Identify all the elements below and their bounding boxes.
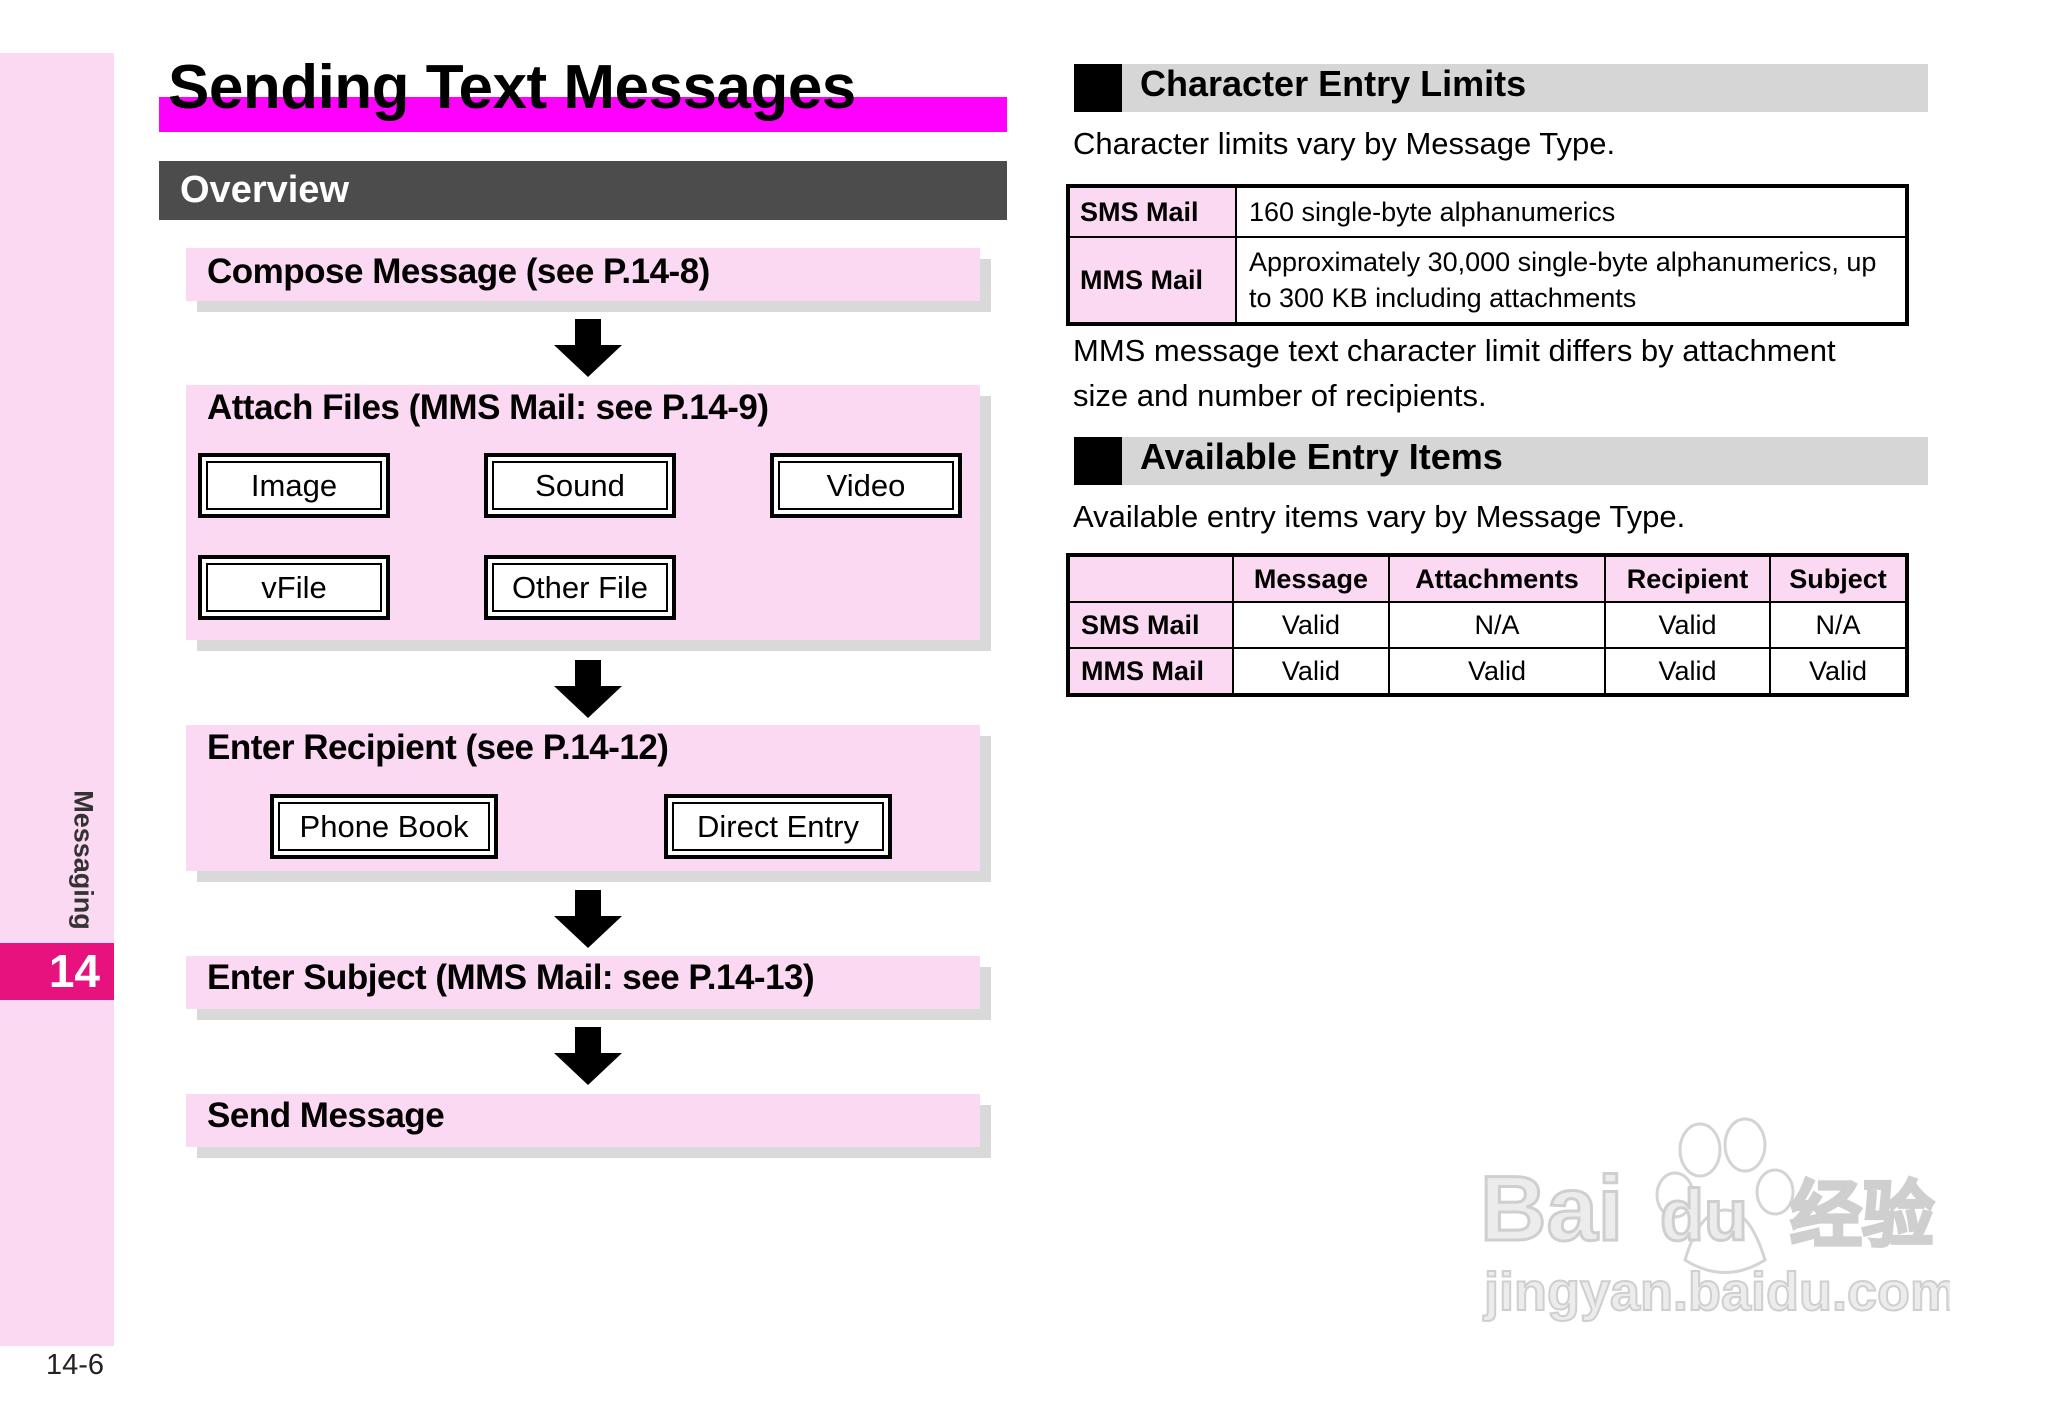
table-row-label: SMS Mail [1067, 601, 1234, 649]
table-cell: Valid [1387, 647, 1607, 696]
option-video: Video [770, 453, 962, 518]
step-send-message: Send Message [186, 1094, 980, 1147]
step-enter-subject: Enter Subject (MMS Mail: see P.14-13) [186, 956, 980, 1009]
option-vfile: vFile [198, 555, 390, 620]
table-header-cell: Subject [1769, 554, 1908, 603]
available-entry-items-heading: Available Entry Items [1140, 436, 1503, 477]
items-intro-text: Available entry items vary by Message Ty… [1073, 499, 1686, 534]
svg-text:Bai: Bai [1480, 1158, 1623, 1260]
limits-intro-text: Character limits vary by Message Type. [1073, 126, 1616, 161]
table-cell: N/A [1769, 601, 1908, 649]
option-direct-entry: Direct Entry [664, 794, 892, 859]
side-tab-strip [0, 53, 114, 1346]
table-row: MMS Mail Approximately 30,000 single-byt… [1067, 236, 1908, 325]
option-phone-book: Phone Book [270, 794, 498, 859]
table-cell: Valid [1769, 647, 1908, 696]
table-header-cell: Message [1232, 554, 1390, 603]
overview-header-bar [159, 161, 1007, 220]
chapter-side-label: Messaging [65, 785, 101, 935]
table-cell: Valid [1232, 601, 1390, 649]
step-enter-recipient-label: Enter Recipient (see P.14-12) [207, 728, 669, 767]
svg-text:jingyan.baidu.com: jingyan.baidu.com [1483, 1262, 1950, 1322]
chapter-side-label-text: Messaging [68, 790, 99, 930]
table-row-label: MMS Mail [1067, 647, 1234, 696]
limits-note-text: MMS message text character limit differs… [1073, 333, 1836, 413]
down-arrow-icon [554, 660, 622, 718]
step-send-message-label: Send Message [207, 1096, 445, 1135]
title-highlight-bar [159, 97, 1007, 132]
entry-items-table: Message Attachments Recipient Subject SM… [1066, 553, 1909, 697]
character-entry-limits-heading: Character Entry Limits [1140, 63, 1527, 104]
table-row: MMS Mail Valid Valid Valid Valid [1067, 647, 1908, 696]
svg-text:du: du [1660, 1176, 1748, 1256]
table-cell-value: Approximately 30,000 single-byte alphanu… [1235, 236, 1908, 325]
section-header-bar [1074, 437, 1928, 485]
section-marker-icon [1074, 64, 1122, 112]
down-arrow-icon [554, 1027, 622, 1085]
baidu-watermark-logo: Bai du 经验 jingyan.baidu.com [1479, 1117, 1950, 1323]
table-cell: Valid [1232, 647, 1390, 696]
section-header-bar [1074, 64, 1928, 112]
page-number: 14-6 [46, 1349, 105, 1381]
table-cell-value: 160 single-byte alphanumerics [1235, 185, 1908, 238]
option-other-file: Other File [484, 555, 676, 620]
table-header-cell: Attachments [1387, 554, 1607, 603]
table-row: SMS Mail Valid N/A Valid N/A [1067, 601, 1908, 649]
step-enter-recipient: Enter Recipient (see P.14-12) Phone Book… [186, 725, 980, 871]
table-cell: Valid [1604, 647, 1771, 696]
overview-heading: Overview [180, 169, 349, 211]
step-compose-message: Compose Message (see P.14-8) [186, 248, 980, 301]
table-header-cell: Recipient [1604, 554, 1771, 603]
page-title: Sending Text Messages [168, 53, 856, 122]
step-attach-files-label: Attach Files (MMS Mail: see P.14-9) [207, 388, 769, 427]
table-cell: Valid [1604, 601, 1771, 649]
character-limits-table: SMS Mail 160 single-byte alphanumerics M… [1066, 184, 1909, 326]
step-compose-message-label: Compose Message (see P.14-8) [207, 252, 710, 291]
table-header-cell [1067, 554, 1234, 603]
table-cell-label: MMS Mail [1067, 236, 1237, 325]
down-arrow-icon [554, 890, 622, 948]
step-attach-files: Attach Files (MMS Mail: see P.14-9) Imag… [186, 385, 980, 640]
table-row: SMS Mail 160 single-byte alphanumerics [1067, 185, 1908, 238]
chapter-number-badge: 14 [0, 943, 114, 1000]
option-image: Image [198, 453, 390, 518]
table-cell: N/A [1387, 601, 1607, 649]
down-arrow-icon [554, 319, 622, 377]
svg-text:经验: 经验 [1790, 1173, 1934, 1257]
section-marker-icon [1074, 437, 1122, 485]
step-enter-subject-label: Enter Subject (MMS Mail: see P.14-13) [207, 958, 815, 997]
option-sound: Sound [484, 453, 676, 518]
table-cell-label: SMS Mail [1067, 185, 1237, 238]
table-header-row: Message Attachments Recipient Subject [1067, 554, 1908, 603]
